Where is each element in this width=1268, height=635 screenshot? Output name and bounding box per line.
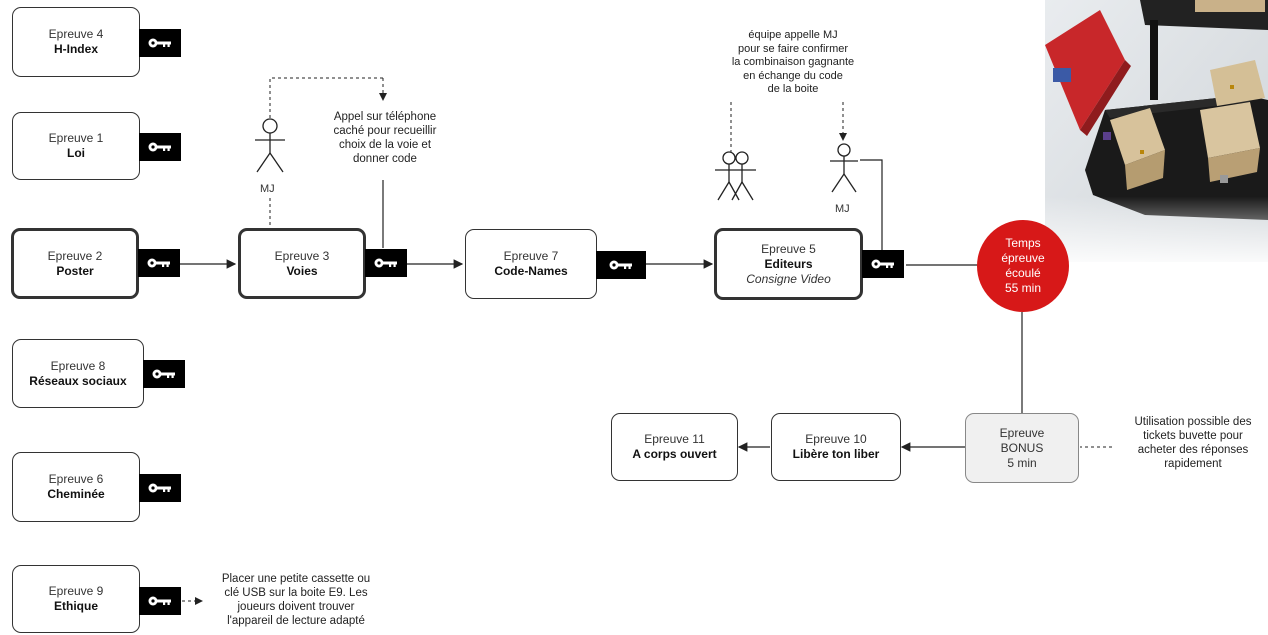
stick-figure-icon	[255, 118, 285, 173]
box-subtitle: Editeurs	[764, 256, 813, 271]
note-line: acheter des réponses	[1137, 444, 1249, 456]
box-title: Epreuve 5	[761, 241, 816, 256]
box-epreuve-10: Epreuve 10 Libère ton liber	[771, 413, 901, 481]
timer-badge: Temps épreuve écoulé 55 min	[977, 220, 1069, 312]
key-icon	[148, 596, 171, 606]
key-icon	[148, 38, 171, 48]
stick-figure-pair-icon	[715, 151, 756, 201]
note-line: Placer une petite cassette ou	[221, 573, 371, 585]
note-confirm-combination: équipe appelle MJ pour se faire confirme…	[718, 29, 868, 97]
key-e4	[139, 29, 181, 57]
note-line: rapidement	[1164, 458, 1222, 470]
key-icon	[609, 260, 632, 270]
box-title: Epreuve 10	[805, 432, 867, 446]
box-title: Epreuve 11	[644, 432, 705, 446]
box-epreuve-7: Epreuve 7 Code-Names	[465, 229, 597, 299]
note-cassette: Placer une petite cassette ou clé USB su…	[203, 572, 389, 628]
box-subtitle: Réseaux sociaux	[29, 373, 127, 388]
key-e9	[139, 587, 181, 615]
box-title: Epreuve	[999, 425, 1045, 440]
key-icon	[147, 258, 170, 268]
note-line: en échange du code	[743, 69, 843, 82]
note-line: tickets buvette pour	[1143, 430, 1243, 442]
dashed-mj-phone	[269, 77, 383, 118]
stick-figure-icon	[830, 143, 858, 193]
box-title: Epreuve 9	[48, 584, 104, 598]
box-subtitle: Libère ton liber	[792, 447, 880, 461]
box-title: Epreuve 1	[48, 131, 104, 145]
key-e3	[365, 249, 407, 277]
note-line: de la boite	[767, 83, 819, 95]
box-subtitle: Code-Names	[494, 264, 568, 278]
note-line: clé USB sur la boite E9. Les	[224, 587, 368, 599]
note-phone-call: Appel sur téléphone caché pour recueilli…	[315, 110, 455, 166]
box-subtitle: Loi	[67, 146, 85, 160]
box-epreuve-2: Epreuve 2 Poster	[11, 228, 139, 299]
key-e8	[143, 360, 185, 388]
note-line: la combinaison gagnante	[731, 56, 855, 68]
timer-line: 55 min	[1004, 281, 1042, 295]
note-line: choix de la voie et	[338, 139, 432, 151]
key-e2	[138, 249, 180, 277]
box-subtitle: Voies	[286, 263, 318, 278]
line-mj-e5key	[860, 159, 883, 250]
box-subtitle: Poster	[56, 263, 94, 278]
box-epreuve-5: Epreuve 5 Editeurs Consigne Video	[714, 228, 863, 300]
box-subtitle: Cheminée	[47, 487, 105, 501]
box-epreuve-9: Epreuve 9 Ethique	[12, 565, 140, 633]
key-e5	[862, 250, 904, 278]
timer-line: Temps	[1005, 236, 1041, 250]
box-epreuve-3: Epreuve 3 Voies	[238, 228, 366, 299]
box-title: Epreuve 4	[48, 27, 104, 41]
key-icon	[871, 259, 894, 269]
key-icon	[152, 369, 175, 379]
note-line: pour se faire confirmer	[737, 42, 849, 55]
box-epreuve-11: Epreuve 11 A corps ouvert	[611, 413, 738, 481]
box-subtitle: BONUS	[1000, 440, 1044, 455]
box-subtitle: Ethique	[54, 599, 98, 613]
box-title: Epreuve 8	[50, 358, 106, 373]
box-epreuve-8: Epreuve 8 Réseaux sociaux	[12, 339, 144, 408]
actor-label-mj-left: MJ	[260, 183, 275, 195]
timer-line: épreuve	[1001, 251, 1045, 265]
note-line: donner code	[353, 153, 417, 165]
box-epreuve-1: Epreuve 1 Loi	[12, 112, 140, 180]
box-title: Epreuve 3	[274, 248, 330, 263]
note-line: Appel sur téléphone	[333, 111, 437, 123]
box-epreuve-4: Epreuve 4 H-Index	[12, 7, 140, 77]
key-icon	[148, 483, 171, 493]
note-line: l'appareil de lecture adapté	[227, 615, 365, 627]
actor-label-mj-right: MJ	[835, 203, 850, 215]
key-icon	[374, 258, 397, 268]
box-title: Epreuve 7	[503, 249, 559, 263]
box-detail: Consigne Video	[746, 271, 831, 286]
note-line: équipe appelle MJ	[748, 29, 838, 41]
note-line: Utilisation possible des	[1134, 416, 1252, 428]
box-subtitle: A corps ouvert	[632, 447, 717, 461]
timer-line: écoulé	[1005, 266, 1041, 280]
key-icon	[148, 142, 171, 152]
key-e7	[596, 251, 646, 279]
key-e1	[139, 133, 181, 161]
box-title: Epreuve 2	[47, 248, 103, 263]
room-photo	[1045, 0, 1268, 262]
box-epreuve-bonus: Epreuve BONUS 5 min	[965, 413, 1079, 483]
box-subtitle: H-Index	[53, 42, 98, 56]
box-epreuve-6: Epreuve 6 Cheminée	[12, 452, 140, 522]
note-buvette: Utilisation possible des tickets buvette…	[1118, 415, 1268, 471]
box-title: Epreuve 6	[48, 472, 104, 486]
box-detail: 5 min	[1007, 455, 1037, 470]
note-line: caché pour recueillir	[333, 125, 437, 137]
key-e6	[139, 474, 181, 502]
note-line: joueurs doivent trouver	[237, 601, 355, 613]
